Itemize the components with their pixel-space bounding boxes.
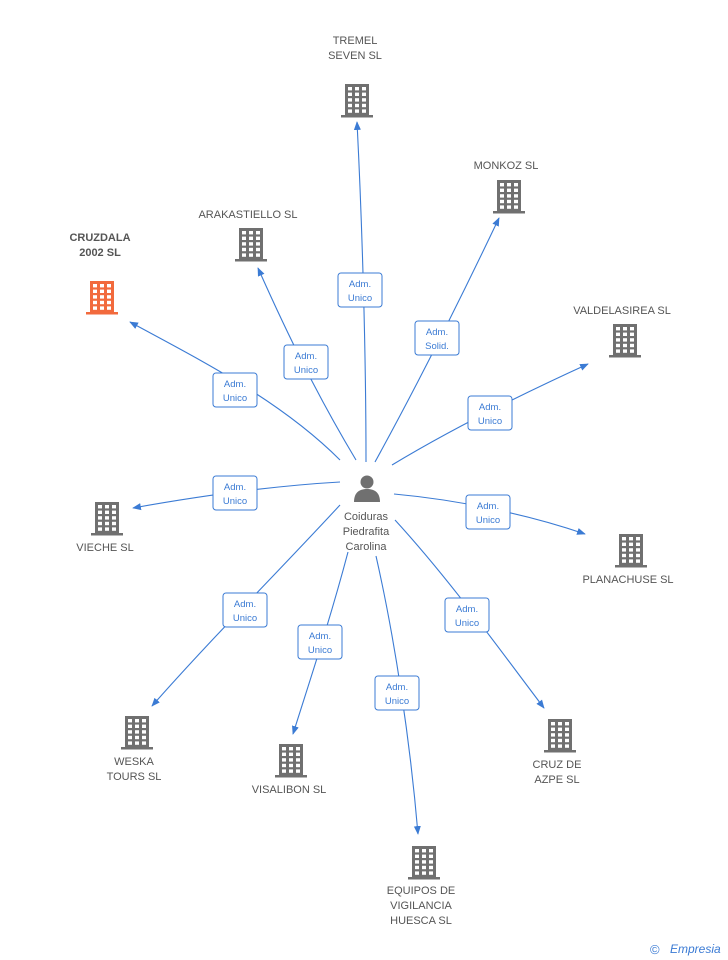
role-badge-box bbox=[212, 372, 258, 408]
role-badge-box bbox=[414, 320, 460, 356]
role-line-1: Adm. bbox=[224, 379, 246, 390]
role-badge-equipos[interactable]: Adm. Unico bbox=[374, 675, 420, 711]
role-badge-monkoz[interactable]: Adm. Solid. bbox=[414, 320, 460, 356]
company-name-line-1: EQUIPOS DE bbox=[387, 885, 455, 897]
role-line-2: Unico bbox=[223, 393, 247, 404]
role-badge-box bbox=[222, 592, 268, 628]
role-line-1: Adm. bbox=[386, 682, 408, 693]
role-line-2: Unico bbox=[478, 416, 502, 427]
company-name-line-3: HUESCA SL bbox=[390, 915, 452, 927]
company-node-arakastiello[interactable]: ARAKASTIELLO SL bbox=[198, 209, 298, 262]
role-line-1: Adm. bbox=[456, 604, 478, 615]
company-name-line-1: WESKA bbox=[114, 756, 154, 768]
company-name-line-1: PLANACHUSE SL bbox=[582, 574, 673, 586]
company-node-visalibon[interactable]: VISALIBON SL bbox=[252, 744, 327, 796]
role-badge-box bbox=[374, 675, 420, 711]
role-badge-valdelasirea[interactable]: Adm. Unico bbox=[467, 395, 513, 431]
role-badge-planachuse[interactable]: Adm. Unico bbox=[465, 494, 511, 530]
role-line-2: Unico bbox=[385, 696, 409, 707]
building-icon bbox=[544, 719, 576, 753]
role-line-1: Adm. bbox=[426, 327, 448, 338]
edge-labels: Adm.UnicoAdm.Solid.Adm.UnicoAdm.UnicoAdm… bbox=[212, 272, 513, 711]
building-icon bbox=[341, 84, 373, 118]
building-icon bbox=[408, 846, 440, 880]
watermark: © Empresia bbox=[650, 942, 721, 957]
role-badge-box bbox=[444, 597, 490, 633]
company-name-line-1: VIECHE SL bbox=[76, 542, 133, 554]
role-line-1: Adm. bbox=[477, 501, 499, 512]
role-line-1: Adm. bbox=[224, 482, 246, 493]
person-name-line-1: Coiduras bbox=[344, 511, 389, 523]
building-icon bbox=[609, 324, 641, 358]
company-node-planachuse[interactable]: PLANACHUSE SL bbox=[582, 534, 674, 586]
role-badge-visalibon[interactable]: Adm. Unico bbox=[297, 624, 343, 660]
role-line-1: Adm. bbox=[309, 631, 331, 642]
role-line-2: Unico bbox=[223, 496, 247, 507]
role-line-1: Adm. bbox=[295, 351, 317, 362]
building-icon bbox=[86, 281, 118, 315]
company-node-monkoz[interactable]: MONKOZ SL bbox=[474, 160, 539, 214]
company-name-line-2: AZPE SL bbox=[534, 774, 579, 786]
company-name-line-1: VALDELASIREA SL bbox=[573, 305, 671, 317]
company-node-tremel[interactable]: TREMEL SEVEN SL bbox=[328, 35, 382, 118]
company-name-line-1: TREMEL bbox=[333, 35, 378, 47]
role-line-2: Unico bbox=[233, 613, 257, 624]
role-line-2: Unico bbox=[476, 515, 500, 526]
role-line-2: Solid. bbox=[425, 341, 449, 352]
company-name-line-1: MONKOZ SL bbox=[474, 160, 539, 172]
person-name-line-3: Carolina bbox=[346, 541, 388, 553]
role-line-2: Unico bbox=[455, 618, 479, 629]
company-name-line-1: CRUZ DE bbox=[533, 759, 582, 771]
building-icon bbox=[615, 534, 647, 568]
role-badge-vieche[interactable]: Adm. Unico bbox=[212, 475, 258, 511]
role-badge-box bbox=[283, 344, 329, 380]
company-name-line-2: SEVEN SL bbox=[328, 50, 382, 62]
building-icon bbox=[275, 744, 307, 778]
role-badge-box bbox=[337, 272, 383, 308]
company-node-vieche[interactable]: VIECHE SL bbox=[76, 502, 134, 554]
role-line-2: Unico bbox=[348, 293, 372, 304]
building-icon bbox=[91, 502, 123, 536]
role-badge-arakastiello[interactable]: Adm. Unico bbox=[283, 344, 329, 380]
company-name-line-2: VIGILANCIA bbox=[390, 900, 452, 912]
role-line-1: Adm. bbox=[234, 599, 256, 610]
brand-logo: Empresia bbox=[670, 942, 721, 956]
company-nodes: TREMEL SEVEN SL MONKOZ SL ARAKASTIELLO SL CR… bbox=[69, 35, 673, 927]
role-badge-box bbox=[467, 395, 513, 431]
company-name-line-1: ARAKASTIELLO SL bbox=[198, 209, 297, 221]
company-node-cruzdeazpe[interactable]: CRUZ DE AZPE SL bbox=[533, 719, 582, 786]
edges bbox=[129, 121, 589, 835]
role-line-2: Unico bbox=[294, 365, 318, 376]
role-badge-box bbox=[297, 624, 343, 660]
company-name-line-1: VISALIBON SL bbox=[252, 784, 327, 796]
building-icon bbox=[493, 180, 525, 214]
role-line-2: Unico bbox=[308, 645, 332, 656]
person-icon bbox=[354, 475, 380, 502]
role-line-1: Adm. bbox=[479, 402, 501, 413]
building-icon bbox=[235, 228, 267, 262]
company-node-cruzdala[interactable]: CRUZDALA 2002 SL bbox=[69, 232, 131, 315]
company-node-equipos[interactable]: EQUIPOS DE VIGILANCIA HUESCA SL bbox=[387, 846, 455, 927]
company-name-line-1: CRUZDALA bbox=[69, 232, 130, 244]
copyright-symbol: © bbox=[650, 942, 660, 957]
building-icon bbox=[121, 716, 153, 750]
role-badge-cruzdeazpe[interactable]: Adm. Unico bbox=[444, 597, 490, 633]
role-badge-tremel[interactable]: Adm. Unico bbox=[337, 272, 383, 308]
role-badge-box bbox=[465, 494, 511, 530]
role-badge-cruzdala[interactable]: Adm. Unico bbox=[212, 372, 258, 408]
company-node-weska[interactable]: WESKA TOURS SL bbox=[107, 716, 162, 783]
role-badge-weska[interactable]: Adm. Unico bbox=[222, 592, 268, 628]
role-badge-box bbox=[212, 475, 258, 511]
company-node-valdelasirea[interactable]: VALDELASIREA SL bbox=[573, 305, 671, 358]
company-name-line-2: TOURS SL bbox=[107, 771, 162, 783]
role-line-1: Adm. bbox=[349, 279, 371, 290]
person-node[interactable]: Coiduras Piedrafita Carolina bbox=[343, 475, 390, 554]
person-name-line-2: Piedrafita bbox=[343, 526, 390, 538]
company-name-line-2: 2002 SL bbox=[79, 247, 121, 259]
